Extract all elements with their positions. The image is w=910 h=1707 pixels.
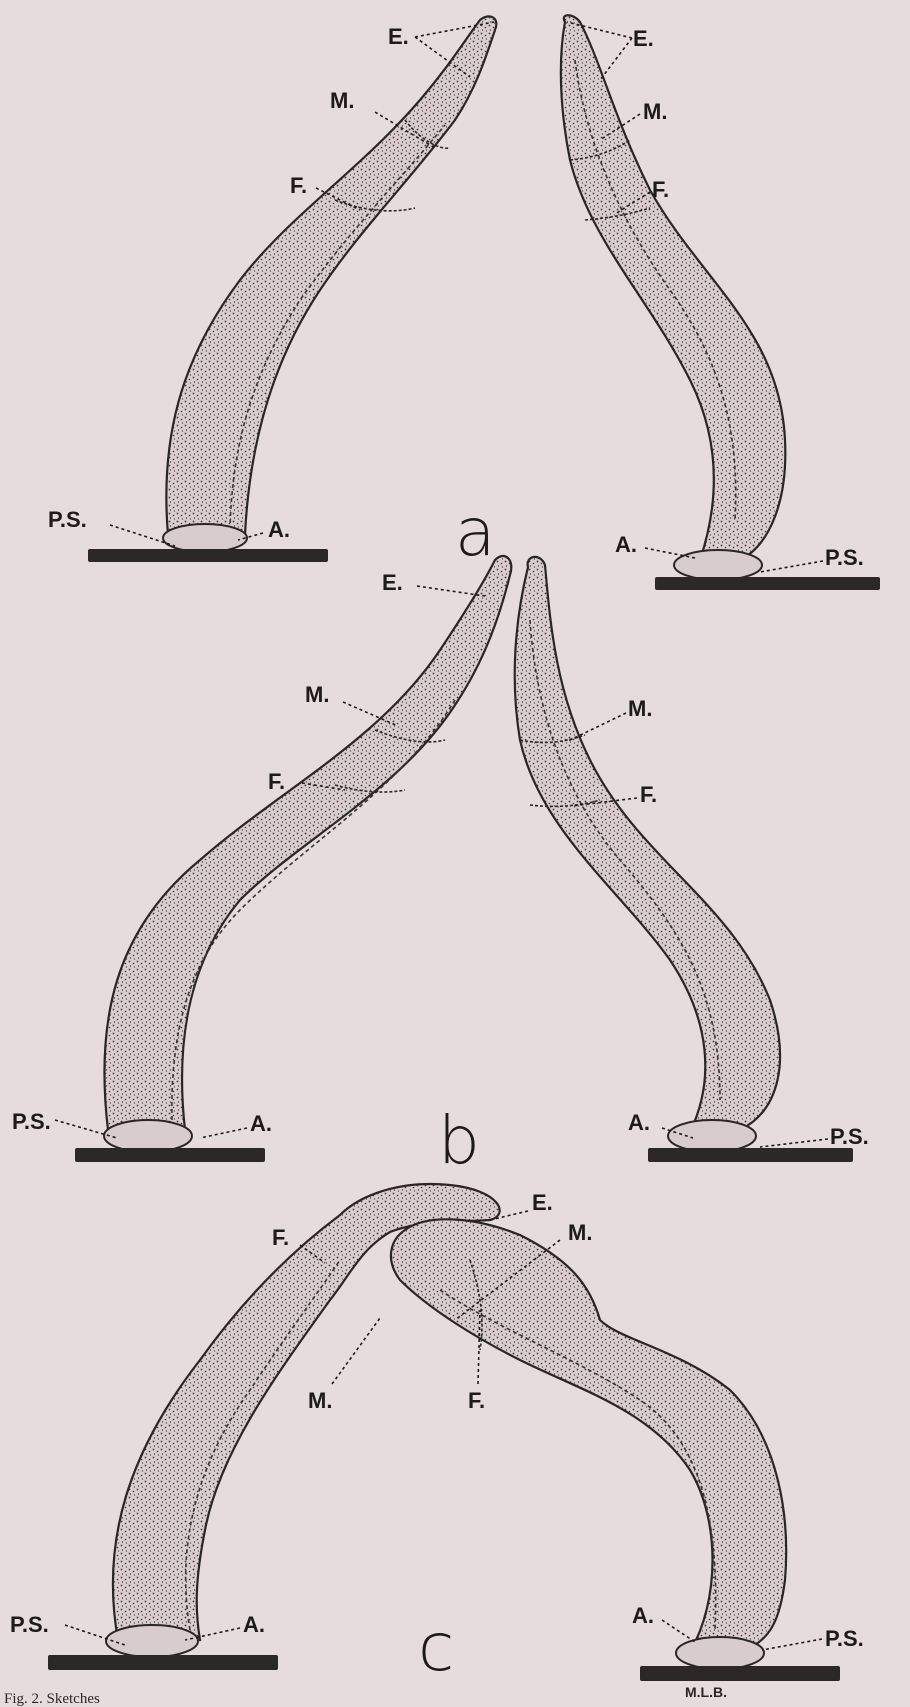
panel-label-c: c — [418, 1609, 454, 1686]
label-m: M. — [305, 682, 329, 707]
posterior-sucker — [104, 1120, 192, 1152]
label-f: F. — [290, 173, 307, 198]
label-a: A. — [268, 517, 290, 542]
label-a: A. — [628, 1110, 650, 1135]
label-ps: P.S. — [830, 1124, 869, 1149]
leech-b-left — [75, 556, 511, 1162]
ground-bar — [655, 577, 880, 590]
panel-a: E. M. F. P.S. A. E. M. F. A. P.S. a — [48, 15, 880, 590]
posterior-sucker — [674, 550, 762, 580]
label-m: M. — [628, 696, 652, 721]
label-f: F. — [272, 1225, 289, 1250]
label-e: E. — [382, 570, 403, 595]
label-ps: P.S. — [48, 507, 87, 532]
label-ps: P.S. — [12, 1109, 51, 1134]
caption-fragment: Fig. 2. Sketches — [4, 1691, 100, 1707]
label-m: M. — [330, 88, 354, 113]
label-a: A. — [250, 1111, 272, 1136]
label-ps: P.S. — [10, 1612, 49, 1637]
posterior-sucker — [106, 1625, 198, 1657]
leech-body — [391, 1219, 786, 1652]
panel-c: F. E. M. M. F. P.S. A. A. P.S. c — [10, 1184, 864, 1686]
ground-bar — [648, 1148, 853, 1162]
ground-bar — [640, 1666, 840, 1681]
leech-body — [104, 556, 511, 1130]
label-a: A. — [243, 1612, 265, 1637]
leech-body — [561, 15, 785, 560]
ground-bar — [48, 1655, 278, 1670]
leech-body — [515, 557, 780, 1132]
label-a: A. — [615, 532, 637, 557]
label-e: E. — [388, 24, 409, 49]
label-f: F. — [468, 1388, 485, 1413]
leech-c-right — [391, 1219, 840, 1681]
label-m: M. — [308, 1388, 332, 1413]
label-e: E. — [532, 1190, 553, 1215]
label-f: F. — [640, 782, 657, 807]
panel-label-a: a — [455, 494, 495, 571]
leech-a-right — [561, 15, 880, 590]
panel-b: E. M. F. P.S. A. M. F. A. P.S. b — [12, 556, 869, 1179]
label-m: M. — [643, 99, 667, 124]
posterior-sucker — [163, 524, 247, 552]
posterior-sucker — [676, 1637, 764, 1669]
label-f: F. — [268, 769, 285, 794]
label-ps: P.S. — [825, 1626, 864, 1651]
leech-b-right — [515, 557, 853, 1162]
label-m: M. — [568, 1220, 592, 1245]
posterior-sucker — [668, 1120, 756, 1152]
leech-a-left — [88, 16, 496, 562]
label-a: A. — [632, 1603, 654, 1628]
ground-bar — [88, 549, 328, 562]
panel-label-b: b — [438, 1102, 480, 1179]
label-e: E. — [633, 26, 654, 51]
label-f: F. — [652, 177, 669, 202]
artist-signature: M.L.B. — [685, 1684, 727, 1700]
label-ps: P.S. — [825, 545, 864, 570]
ground-bar — [75, 1148, 265, 1162]
